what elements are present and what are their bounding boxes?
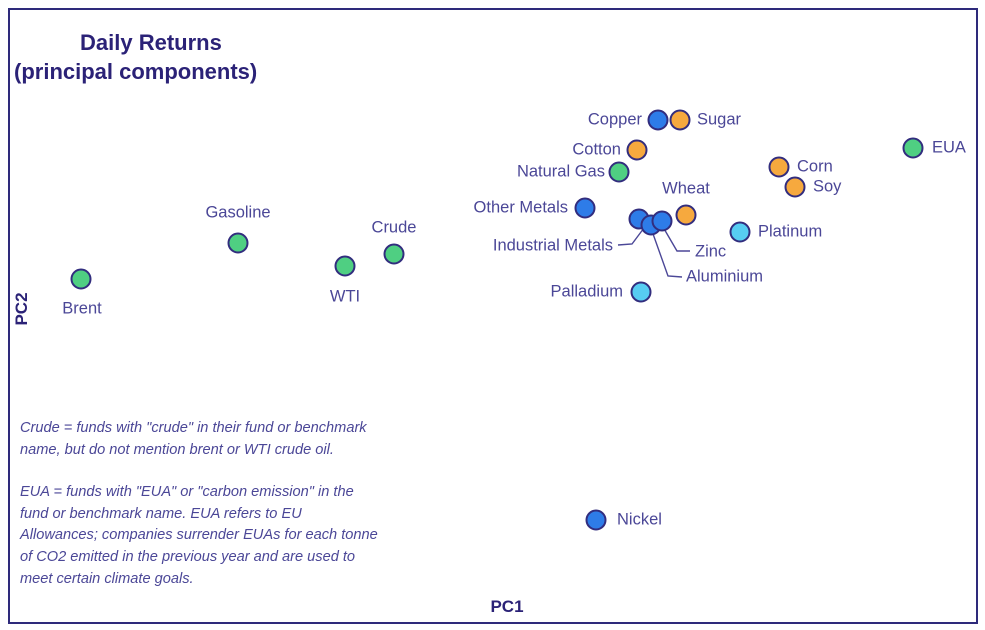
footnotes: Crude = funds with "crude" in their fund… — [20, 418, 378, 611]
data-point-nickel — [585, 509, 607, 531]
data-point-other-metals — [574, 197, 596, 219]
chart-title-line2: (principal components) — [14, 59, 258, 84]
data-point-cotton — [626, 139, 648, 161]
point-label-other-metals: Other Metals — [473, 198, 568, 217]
chart-border-frame — [8, 8, 978, 624]
data-point-wti — [334, 255, 356, 277]
point-label-corn: Corn — [797, 157, 833, 176]
chart-title-line1: Daily Returns — [80, 30, 222, 55]
point-label-soy: Soy — [813, 177, 842, 196]
point-label-aluminium: Aluminium — [686, 267, 764, 286]
point-label-zinc: Zinc — [695, 242, 727, 261]
point-label-industrial-metals: Industrial Metals — [492, 236, 613, 255]
point-label-wheat: Wheat — [662, 179, 710, 198]
point-label-platinum: Platinum — [758, 222, 823, 241]
point-label-palladium: Palladium — [550, 282, 623, 301]
data-point-wheat — [675, 204, 697, 226]
point-label-copper: Copper — [587, 110, 642, 129]
y-axis-label: PC2 — [12, 292, 31, 326]
data-point-brent — [70, 268, 92, 290]
point-label-sugar: Sugar — [697, 110, 742, 129]
footnote-eua: EUA = funds with "EUA" or "carbon emissi… — [20, 484, 378, 587]
data-point-soy — [784, 176, 806, 198]
point-label-cotton: Cotton — [572, 140, 621, 159]
data-point-platinum — [729, 221, 751, 243]
data-point-crude — [383, 243, 405, 265]
data-point-zinc — [651, 210, 673, 232]
data-point-palladium — [630, 281, 652, 303]
point-label-crude: Crude — [371, 218, 417, 237]
data-point-corn — [768, 156, 790, 178]
data-point-copper — [647, 109, 669, 131]
point-label-natural-gas: Natural Gas — [516, 162, 605, 181]
point-label-gasoline: Gasoline — [205, 203, 271, 222]
footnote-crude: Crude = funds with "crude" in their fund… — [20, 420, 367, 458]
data-point-natural-gas — [608, 161, 630, 183]
point-label-nickel: Nickel — [617, 510, 662, 529]
point-label-wti: WTI — [329, 287, 361, 306]
data-point-gasoline — [227, 232, 249, 254]
point-label-brent: Brent — [62, 299, 102, 318]
data-point-sugar — [669, 109, 691, 131]
point-label-eua: EUA — [932, 138, 966, 157]
data-point-eua — [902, 137, 924, 159]
x-axis-label: PC1 — [490, 597, 524, 616]
